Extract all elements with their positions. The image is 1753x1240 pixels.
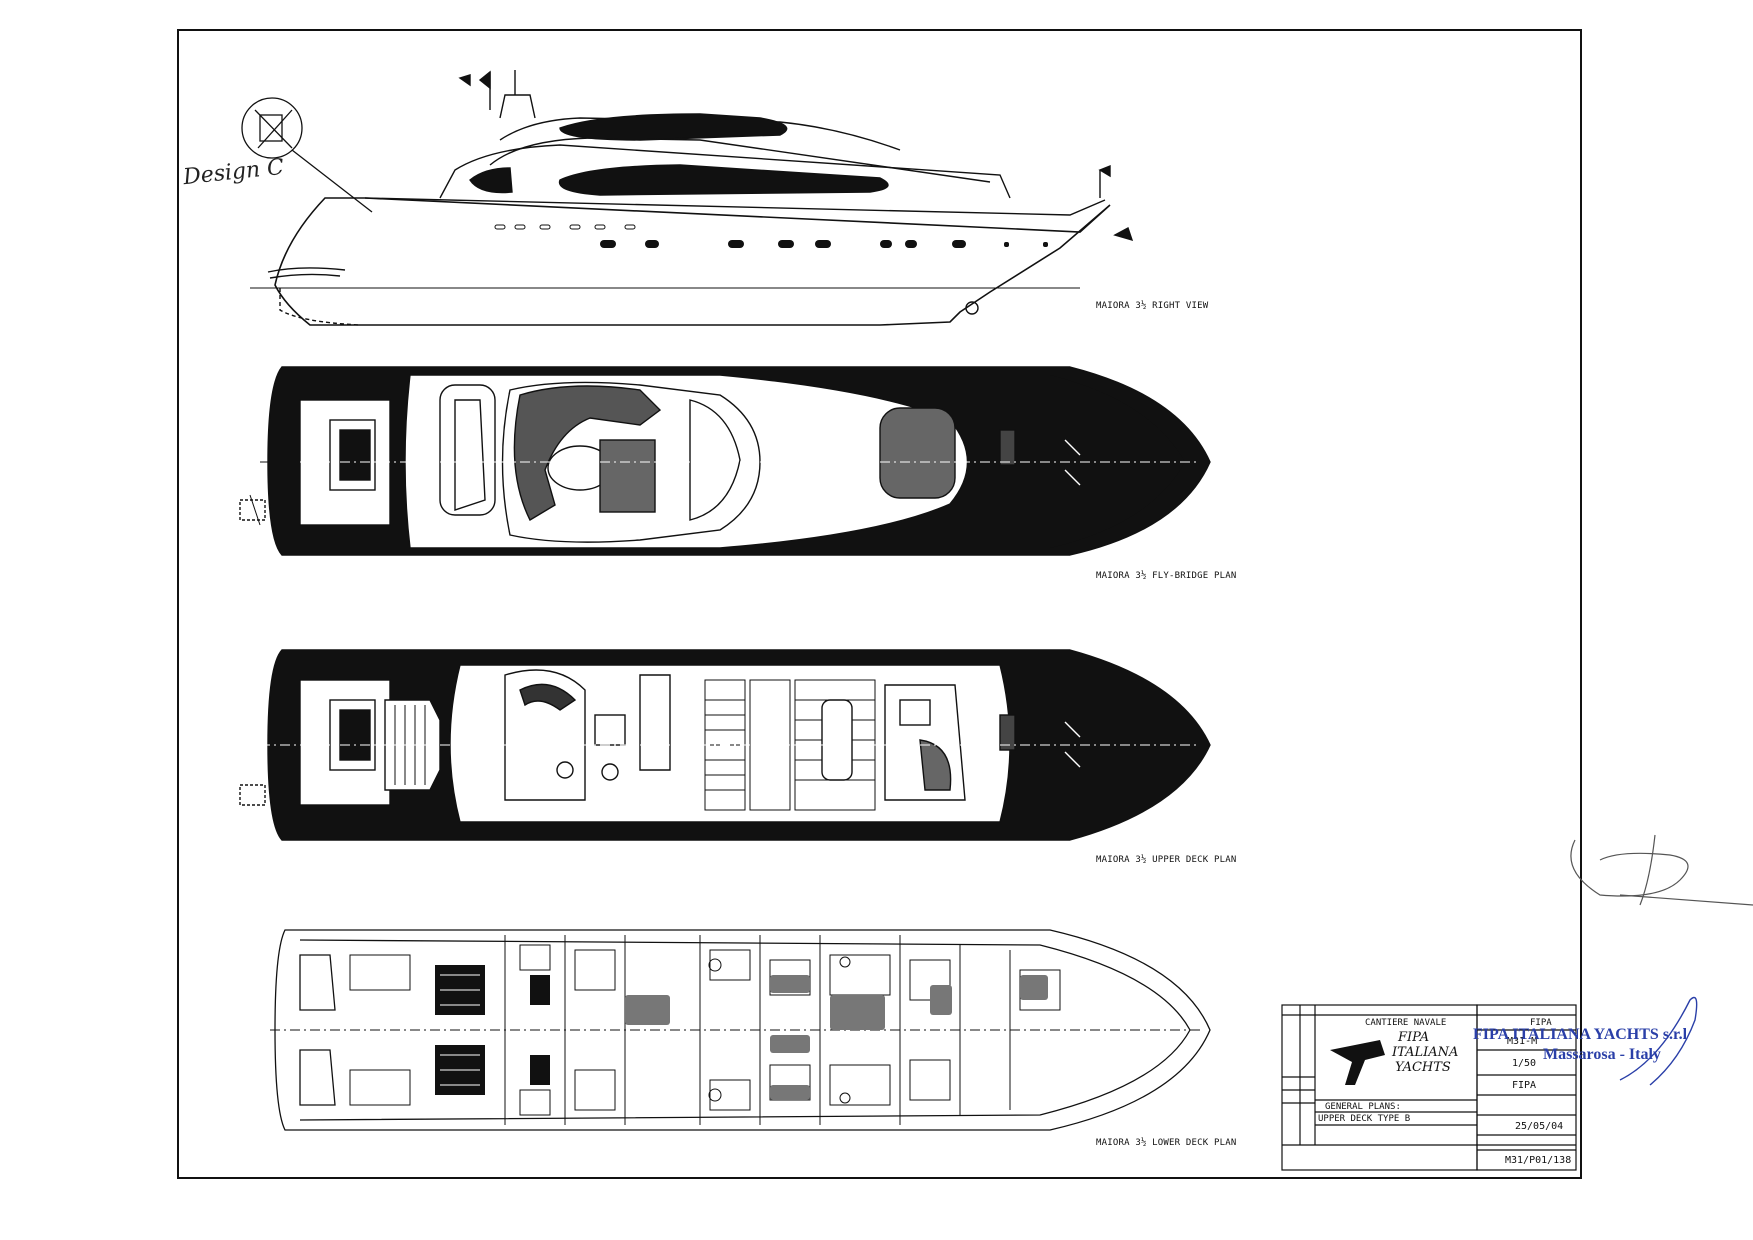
lower-deck-plan-label: MAIORA 3½ LOWER DECK PLAN [1096,1138,1237,1148]
fipa-logo [1330,1040,1385,1085]
stamp-signature [1619,996,1698,1086]
company-line3: ITALIANA [1392,1045,1459,1060]
company-line1: CANTIERE NAVALE [1365,1018,1447,1028]
berths [625,975,1048,1100]
date-value: 25/05/04 [1515,1121,1564,1132]
flybridge-sunpad [879,407,956,499]
title-block [1281,1004,1577,1171]
flybridge-seat [513,385,662,521]
drawing-title: GENERAL PLANS: [1325,1102,1401,1112]
side-flybridge-canopy [559,113,788,141]
upper-deck-plan-label: MAIORA 3½ UPPER DECK PLAN [1096,855,1237,865]
sheet-border [177,29,1582,1179]
lower-deck-plan [270,929,1211,1131]
upper-deck-plan [239,649,1211,841]
side-portholes [600,240,1048,248]
drawing-number: M31/P01/138 [1505,1155,1572,1166]
signature-mark [1570,834,1753,906]
project-value: FIPA [1530,1018,1552,1028]
flybridge-plan-label: MAIORA 3½ FLY-BRIDGE PLAN [1096,571,1237,581]
flybridge-plan [239,366,1211,556]
side-view [250,70,1134,326]
design-annotation [241,97,373,213]
company-line4: YACHTS [1395,1060,1451,1075]
scale-value: 1/50 [1512,1058,1537,1069]
designer-value: FIPA [1512,1080,1537,1091]
dining-table [821,699,853,781]
model-value: M31-M [1507,1036,1538,1047]
company-stamp-line2: Massarosa - Italy [1543,1046,1661,1063]
company-stamp-line1: FIPA ITALIANA YACHTS s.r.l [1473,1026,1688,1043]
company-line2: FIPA [1398,1030,1430,1045]
side-deck-windows [494,224,636,230]
side-view-label: MAIORA 3½ RIGHT VIEW [1096,301,1209,311]
drawing-subtitle: UPPER DECK TYPE B [1318,1114,1411,1124]
side-window-band [558,164,889,196]
